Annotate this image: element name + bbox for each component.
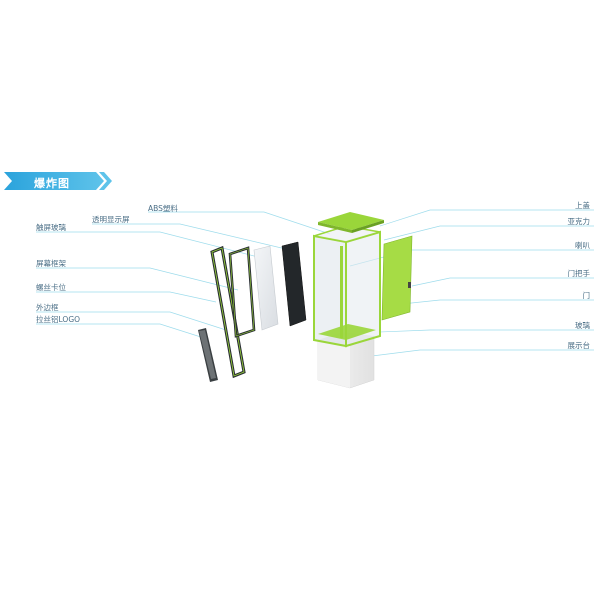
leader-door bbox=[401, 299, 594, 305]
label-screw-slot: 螺丝卡位 bbox=[36, 283, 66, 292]
leader-glass bbox=[379, 329, 594, 333]
label-logo: 拉丝铝LOGO bbox=[36, 315, 81, 324]
label-outer-frame: 外边框 bbox=[36, 303, 59, 312]
leader-door-handle bbox=[411, 277, 594, 287]
label-acrylic: 亚克力 bbox=[567, 217, 591, 226]
door-part bbox=[381, 235, 413, 321]
transparent-display-part bbox=[281, 241, 307, 327]
leader-acrylic bbox=[383, 225, 594, 241]
leader-logo bbox=[36, 323, 205, 339]
label-screen-frame: 屏幕框架 bbox=[36, 259, 66, 268]
leader-lines-left bbox=[36, 211, 331, 339]
logo-panel bbox=[198, 328, 218, 382]
screen-frame-part bbox=[228, 246, 256, 338]
leader-display-stand bbox=[371, 349, 594, 357]
label-door-handle: 门把手 bbox=[567, 269, 591, 278]
label-touch-glass: 触屏玻璃 bbox=[36, 223, 66, 232]
leader-abs-plastic bbox=[148, 211, 331, 235]
label-door: 门 bbox=[582, 291, 591, 300]
touch-glass-part bbox=[253, 245, 279, 331]
label-display-stand: 展示台 bbox=[567, 341, 591, 350]
leader-touch-glass bbox=[36, 231, 263, 259]
leader-screen-frame bbox=[36, 267, 239, 291]
label-glass: 玻璃 bbox=[575, 321, 590, 330]
label-abs-plastic: ABS塑料 bbox=[148, 204, 178, 213]
banner-title: 爆炸图 bbox=[34, 177, 70, 190]
section-banner bbox=[4, 172, 112, 190]
leader-lines-right bbox=[349, 209, 594, 357]
outer-frame-part bbox=[210, 245, 246, 379]
cabinet-part bbox=[313, 212, 384, 389]
label-transparent-display: 透明显示屏 bbox=[92, 215, 130, 224]
leader-top-cover bbox=[379, 209, 594, 227]
leader-screw-slot bbox=[36, 291, 217, 303]
leader-outer-frame bbox=[36, 311, 227, 331]
label-speaker: 喇叭 bbox=[575, 241, 590, 250]
leader-transparent-display bbox=[92, 223, 291, 251]
label-top-cover: 上盖 bbox=[575, 201, 590, 210]
